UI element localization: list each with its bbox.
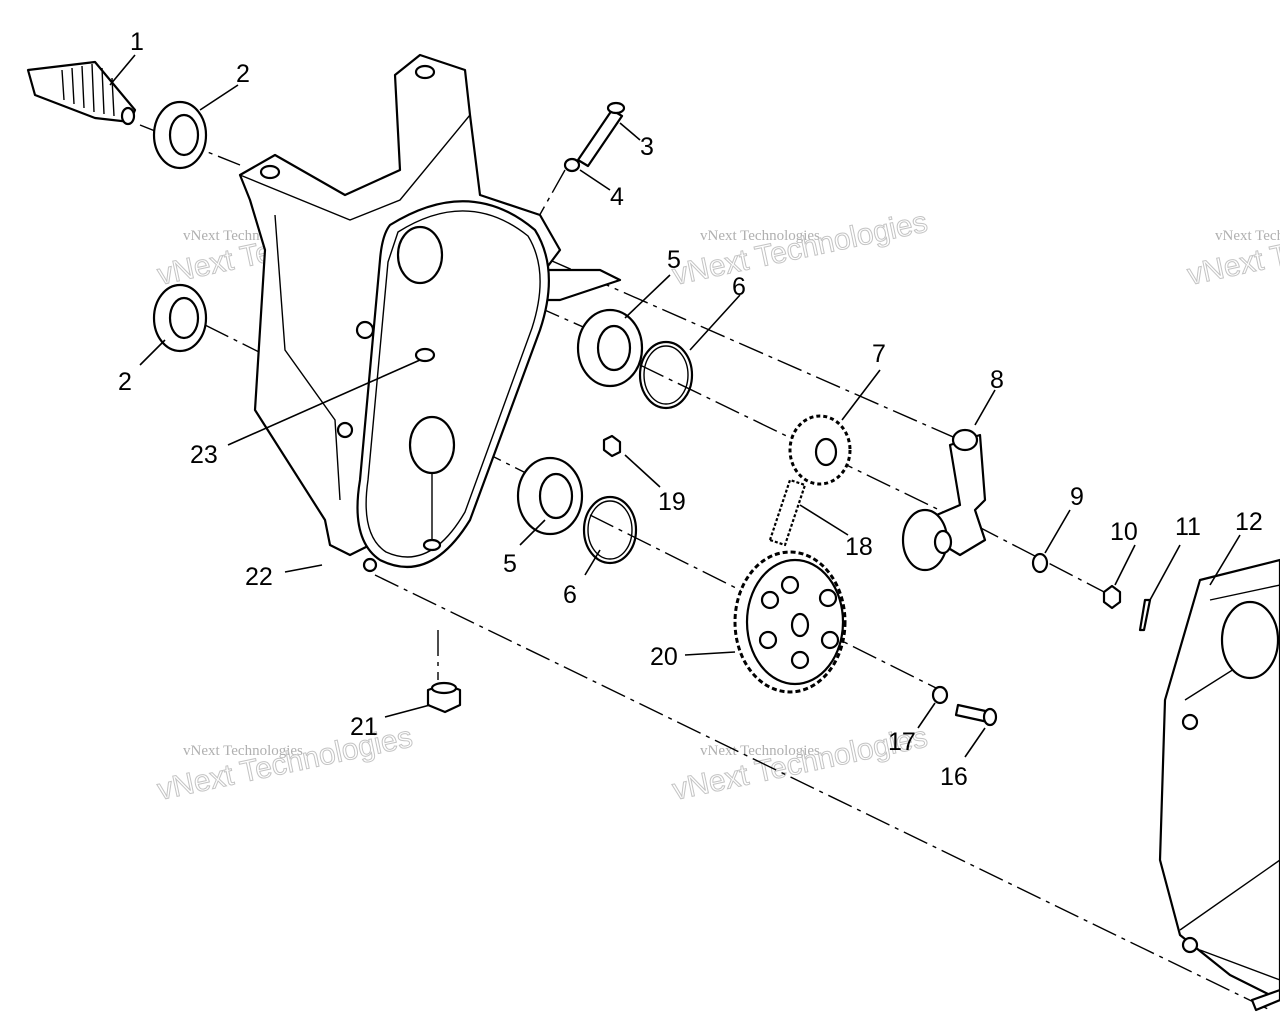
drive-chain [355,200,550,573]
callout-labels: 1 2 3 4 5 6 7 8 9 10 11 12 2 23 19 18 5 … [118,28,1263,791]
flat-washer [1031,552,1049,574]
callout-17: 17 [888,728,916,756]
chaincase-cover [1158,558,1280,1002]
bearing-upper [576,308,644,388]
cover-bolt [1250,988,1280,1012]
drain-plug [426,681,462,714]
callout-1: 1 [130,28,144,56]
snap-ring-lower [582,495,638,565]
callout-11: 11 [1175,513,1201,541]
chain-segment [768,478,807,547]
leader-lines [109,54,1241,758]
snap-ring-upper [638,340,694,410]
hex-nut [602,434,622,458]
callout-23: 23 [190,441,218,469]
callout-2-lower: 2 [118,368,132,396]
watermark-big: vNext Technologies [670,206,931,292]
cap-screw [954,703,998,727]
callout-3: 3 [640,133,654,161]
callout-16: 16 [940,763,968,791]
callout-10: 10 [1110,518,1138,546]
watermark-big: vNext Technologies [1185,206,1280,292]
upper-sprocket [788,414,852,486]
chaincase-housing [238,53,622,557]
splined-shaft [26,60,137,126]
lower-sprocket [733,550,847,694]
callout-6: 6 [732,273,746,301]
callout-9: 9 [1070,483,1084,511]
callout-20: 20 [650,643,678,671]
callout-8: 8 [990,366,1004,394]
callout-22: 22 [245,563,273,591]
oil-seal-lower [152,283,208,353]
cotter-pin [1138,598,1152,632]
tensioner-bolt [576,101,626,168]
lock-nut [1102,584,1122,610]
watermark-small: vNext Technologies [183,743,303,759]
callout-19: 19 [658,488,686,516]
tensioner-arm [901,428,987,572]
bearing-lower [516,456,584,536]
oil-seal-upper [152,100,208,170]
dowel-pin [414,347,436,363]
callout-21: 21 [350,713,378,741]
callout-5: 5 [667,246,681,274]
watermark-small: vNext Technologies [1215,228,1280,244]
callout-18: 18 [845,533,873,561]
callout-12: 12 [1235,508,1263,536]
callout-5-lower: 5 [503,550,517,578]
washer [563,157,581,173]
callout-4: 4 [610,183,624,211]
callout-6-lower: 6 [563,581,577,609]
callout-7: 7 [872,340,886,368]
lock-washer [931,685,949,705]
callout-2: 2 [236,60,250,88]
watermark-small: vNext Technologies [700,228,820,244]
